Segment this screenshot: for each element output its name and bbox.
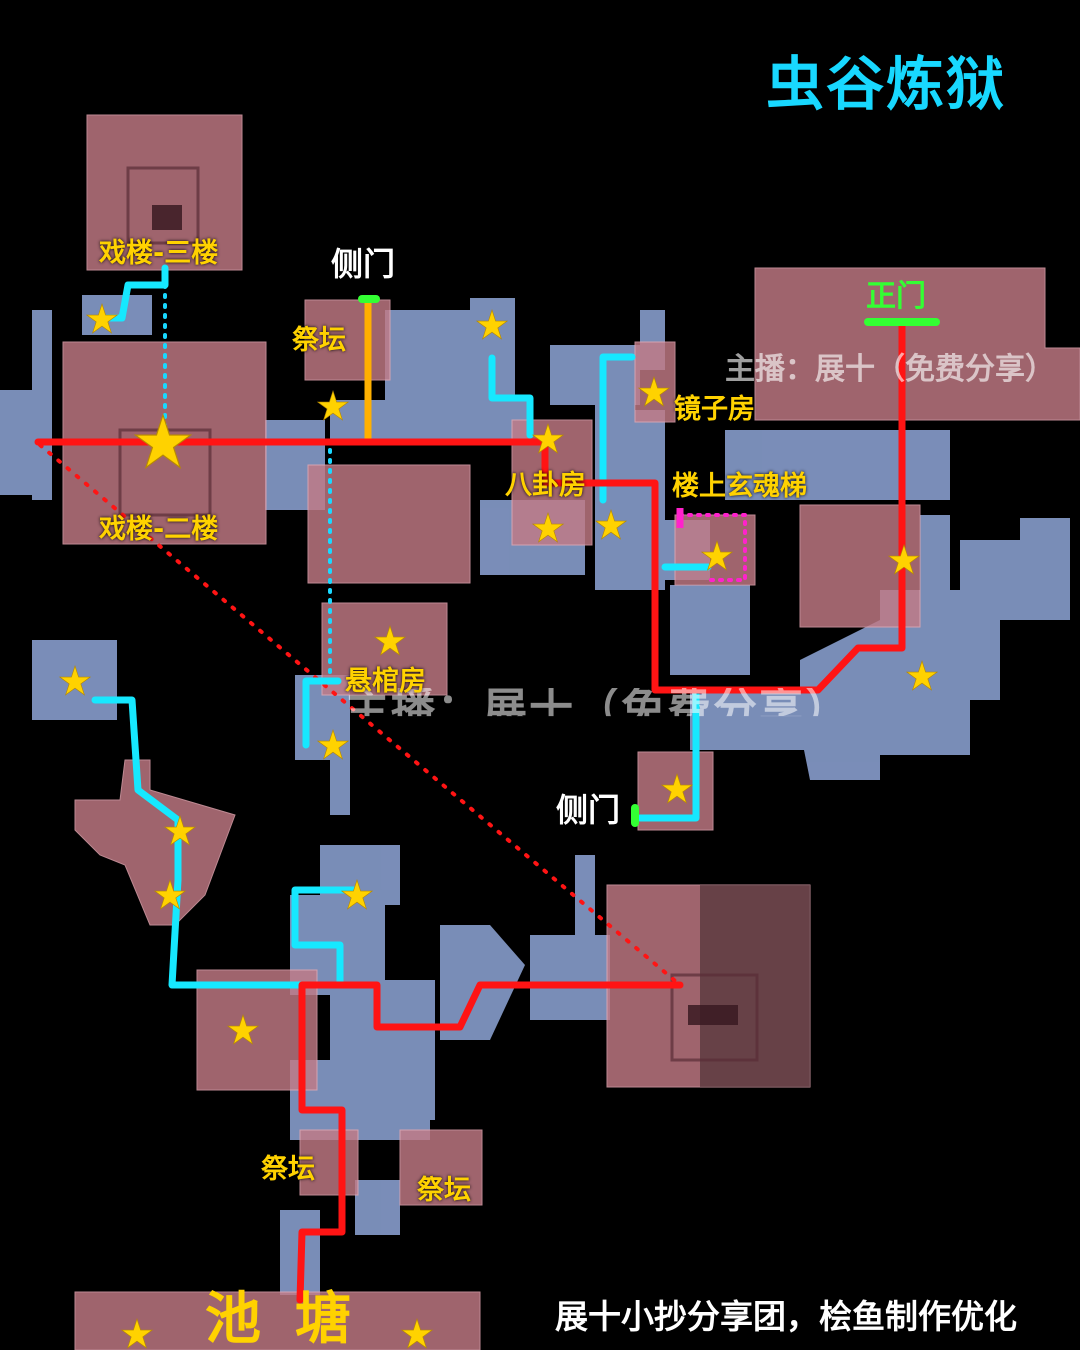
side-routes xyxy=(91,264,712,989)
label-opera-2f: 戏楼-二楼 xyxy=(99,514,219,545)
label-coffin-room: 悬棺房 xyxy=(345,666,426,697)
label-mirror-room: 镜子房 xyxy=(674,394,755,425)
credit-text: 展十小抄分享团，桧鱼制作优化 xyxy=(555,1297,1017,1336)
dotted-links xyxy=(38,283,747,987)
label-side-door-top: 侧门 xyxy=(331,245,396,283)
label-main-gate: 正门 xyxy=(866,279,926,314)
main-routes xyxy=(34,318,906,1304)
label-altar-left: 祭坛 xyxy=(261,1154,315,1185)
label-altar-top: 祭坛 xyxy=(292,325,346,356)
label-altar-right: 祭坛 xyxy=(417,1175,471,1206)
door-markers xyxy=(358,295,940,827)
label-pond: 池塘 xyxy=(205,1287,385,1350)
label-stairs-up: 楼上玄魂梯 xyxy=(672,471,807,502)
map-title: 虫谷炼狱 xyxy=(766,50,1007,118)
label-side-door-right: 侧门 xyxy=(556,791,621,829)
watermark-top: 主播：展十（免费分享） xyxy=(725,352,1055,387)
label-bagua-room: 八卦房 xyxy=(505,470,586,501)
label-opera-3f: 戏楼-三楼 xyxy=(99,238,219,269)
watermark-middle: 主播：展十（免费分享） xyxy=(345,684,851,735)
